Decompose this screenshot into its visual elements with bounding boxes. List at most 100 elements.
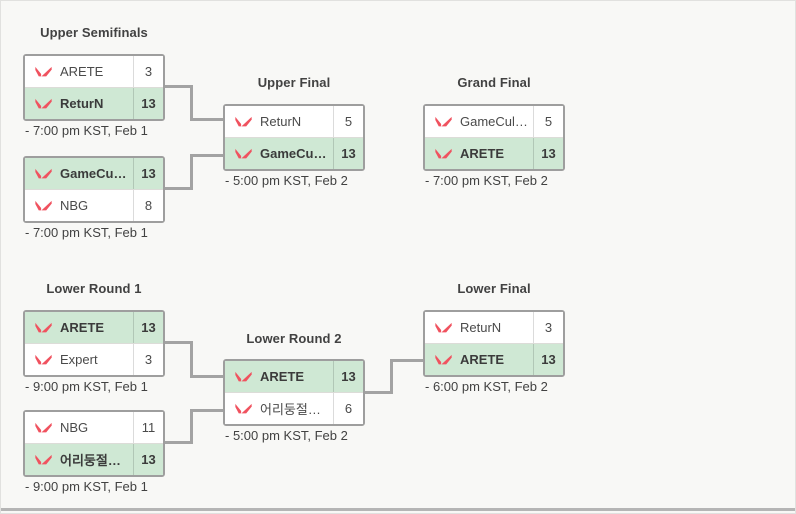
team-score: 6 [333,393,363,424]
valorant-logo-icon [435,148,452,158]
team-score: 13 [133,444,163,475]
team-name: GameCulture… [260,146,333,161]
connector-line [190,154,193,190]
horizontal-scrollbar[interactable] [1,508,795,511]
team-name: GameCulture… [60,166,133,181]
team-row-winner: ARETE 13 [425,343,563,375]
connector-line [190,341,193,378]
match-grand-final[interactable]: GameCulture… 5 ARETE 13 [423,104,565,171]
connector-line [163,187,193,190]
valorant-logo-icon [35,422,52,432]
match-schedule: - 7:00 pm KST, Feb 1 [25,225,148,240]
match-upper-semifinal-1[interactable]: ARETE 3 ReturN 13 [23,54,165,121]
team-score: 3 [133,56,163,87]
team-name: ReturN [460,320,502,335]
team-name: ARETE [460,146,505,161]
team-row: Expert 3 [25,343,163,375]
team-score: 11 [133,412,163,443]
round-title-upper-final: Upper Final [257,75,331,90]
connector-line [390,359,393,394]
team-score: 13 [533,344,563,375]
connector-line [390,359,423,362]
team-name: ReturN [60,96,104,111]
team-score: 13 [333,361,363,392]
match-schedule: - 6:00 pm KST, Feb 2 [425,379,548,394]
team-score: 13 [133,158,163,189]
team-row-winner: GameCulture… 13 [25,158,163,189]
match-upper-final[interactable]: ReturN 5 GameCulture… 13 [223,104,365,171]
team-row: NBG 8 [25,189,163,221]
match-schedule: - 7:00 pm KST, Feb 1 [25,123,148,138]
team-score: 8 [133,190,163,221]
match-lower-final[interactable]: ReturN 3 ARETE 13 [423,310,565,377]
team-score: 5 [533,106,563,137]
round-title-upper-semifinals: Upper Semifinals [40,25,148,40]
team-name: 어리둥절범고래 [60,453,133,468]
round-title-lower-final: Lower Final [457,281,531,296]
team-row: ReturN 3 [425,312,563,343]
valorant-logo-icon [35,98,52,108]
round-title-lower-round-2: Lower Round 2 [246,331,342,346]
match-schedule: - 7:00 pm KST, Feb 2 [425,173,548,188]
connector-line [190,409,193,444]
team-row: NBG 11 [25,412,163,443]
team-row: GameCulture… 5 [425,106,563,137]
valorant-logo-icon [35,66,52,76]
team-score: 13 [133,88,163,119]
match-lower-round2[interactable]: ARETE 13 어리둥절범고래 6 [223,359,365,426]
team-name: NBG [60,420,89,435]
match-schedule: - 9:00 pm KST, Feb 1 [25,479,148,494]
connector-line [190,118,223,121]
match-schedule: - 5:00 pm KST, Feb 2 [225,173,348,188]
connector-line [163,341,193,344]
valorant-logo-icon [435,116,452,126]
team-row-winner: 어리둥절범고래 13 [25,443,163,475]
team-name: NBG [60,198,89,213]
valorant-logo-icon [435,354,452,364]
team-name: GameCulture… [460,114,533,129]
team-row-winner: ARETE 13 [225,361,363,392]
team-name: ReturN [260,114,302,129]
team-name: ARETE [60,320,105,335]
valorant-logo-icon [35,168,52,178]
team-name: Expert [60,352,98,367]
connector-line [190,409,223,412]
valorant-logo-icon [35,322,52,332]
valorant-logo-icon [235,116,252,126]
team-row-winner: ARETE 13 [425,137,563,169]
team-score: 13 [533,138,563,169]
match-upper-semifinal-2[interactable]: GameCulture… 13 NBG 8 [23,156,165,223]
team-score: 5 [333,106,363,137]
round-title-grand-final: Grand Final [457,75,531,90]
connector-line [163,85,193,88]
match-lower-round1-b[interactable]: NBG 11 어리둥절범고래 13 [23,410,165,477]
team-row-winner: ARETE 13 [25,312,163,343]
valorant-logo-icon [35,454,52,464]
team-name: ARETE [460,352,505,367]
team-row: 어리둥절범고래 6 [225,392,363,424]
valorant-logo-icon [35,200,52,210]
connector-line [190,375,223,378]
round-title-lower-round-1: Lower Round 1 [46,281,142,296]
team-row-winner: ReturN 13 [25,87,163,119]
valorant-logo-icon [235,403,252,413]
match-lower-round1-a[interactable]: ARETE 13 Expert 3 [23,310,165,377]
team-score: 13 [333,138,363,169]
connector-line [190,85,193,121]
valorant-logo-icon [435,322,452,332]
team-row: ARETE 3 [25,56,163,87]
team-name: ARETE [60,64,104,79]
team-name: 어리둥절범고래 [260,402,333,417]
connector-line [363,391,393,394]
connector-line [163,441,193,444]
valorant-logo-icon [35,354,52,364]
valorant-logo-icon [235,148,252,158]
match-schedule: - 5:00 pm KST, Feb 2 [225,428,348,443]
team-score: 13 [133,312,163,343]
team-row: ReturN 5 [225,106,363,137]
valorant-logo-icon [235,371,252,381]
connector-line [190,154,223,157]
team-score: 3 [133,344,163,375]
team-name: ARETE [260,369,305,384]
